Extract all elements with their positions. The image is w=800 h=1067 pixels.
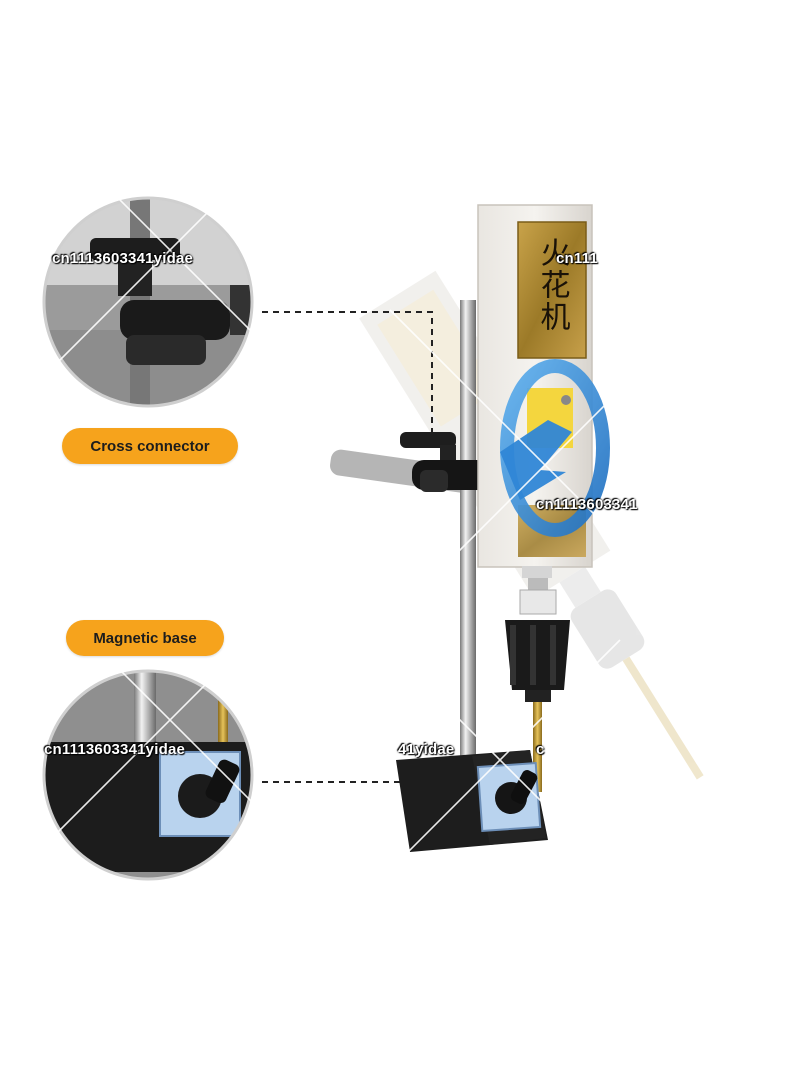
watermark-text: 41yidae — [398, 741, 455, 758]
magnetic-base — [396, 750, 548, 852]
cross-connector-zoom — [42, 196, 254, 408]
watermark-text: cn1113603341yidae — [52, 250, 194, 267]
edm-tool-housing: 火花机 — [477, 204, 593, 568]
drill-chuck — [505, 566, 570, 702]
watermark-text: cn1113603341yidae — [44, 741, 186, 758]
leader-lines — [262, 311, 433, 783]
watermark-pattern — [39, 119, 701, 881]
magnetic-base-label: Magnetic base — [66, 620, 224, 656]
vertical-rod — [460, 300, 476, 770]
rotation-arrow-icon — [500, 359, 610, 537]
product-label-glyphs: 火花机 — [535, 237, 571, 333]
watermark-text: cn1113603341 — [536, 496, 638, 513]
cross-connector-clamp — [400, 432, 492, 492]
watermark-text: cn111 — [556, 250, 598, 267]
watermark-text: c — [536, 741, 545, 758]
cross-connector-label: Cross connector — [62, 428, 238, 464]
electrode — [533, 702, 542, 792]
magnetic-base-zoom — [42, 669, 254, 881]
